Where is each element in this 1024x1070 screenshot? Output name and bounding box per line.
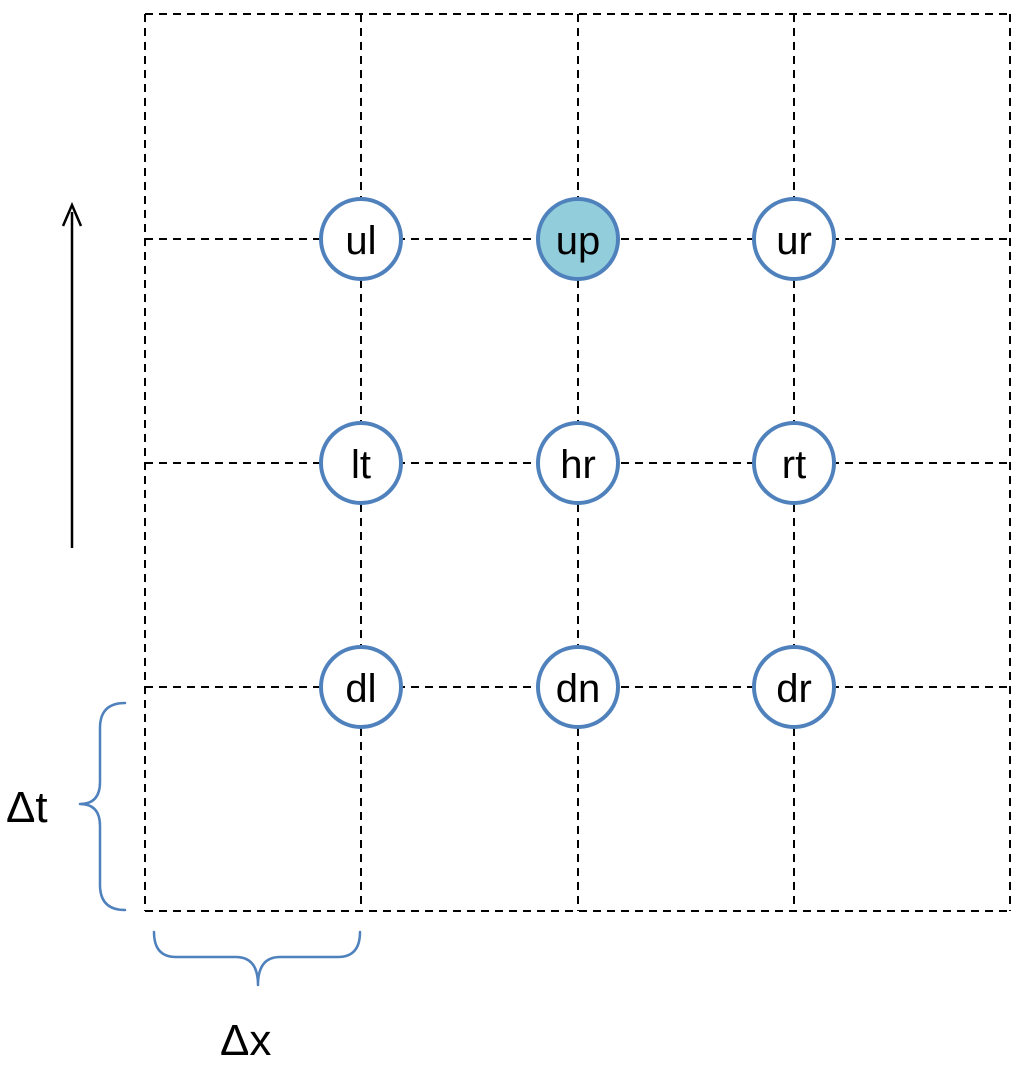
node-ul-label: ul bbox=[345, 219, 376, 263]
node-dn-circle bbox=[536, 645, 620, 729]
lattice-nodes: ul up ur lt hr rt dl dn dr bbox=[319, 197, 836, 729]
node-dr-label: dr bbox=[776, 667, 812, 711]
node-ur-label: ur bbox=[776, 219, 812, 263]
node-rt: rt bbox=[752, 421, 836, 505]
delta-t-brace-path bbox=[78, 701, 127, 912]
delta-t-brace: Δt bbox=[6, 701, 127, 912]
node-up-label: up bbox=[556, 219, 601, 263]
node-hr: hr bbox=[536, 421, 620, 505]
node-rt-label: rt bbox=[782, 443, 806, 487]
delta-x-label: Δx bbox=[220, 1016, 271, 1065]
node-dl: dl bbox=[319, 645, 403, 729]
delta-t-label: Δt bbox=[6, 783, 48, 832]
node-hr-circle bbox=[536, 421, 620, 505]
node-up-circle bbox=[536, 197, 620, 281]
node-ur: ur bbox=[752, 197, 836, 281]
node-lt: lt bbox=[319, 421, 403, 505]
node-hr-label: hr bbox=[560, 443, 596, 487]
node-up: up bbox=[536, 197, 620, 281]
node-dl-circle bbox=[319, 645, 403, 729]
node-lt-circle bbox=[319, 421, 403, 505]
node-rt-circle bbox=[752, 421, 836, 505]
time-direction-arrow bbox=[61, 201, 83, 548]
node-dn: dn bbox=[536, 645, 620, 729]
node-ur-circle bbox=[752, 197, 836, 281]
arrow-head bbox=[61, 201, 83, 227]
node-dr-circle bbox=[752, 645, 836, 729]
delta-x-brace: Δx bbox=[152, 930, 362, 1065]
node-dl-label: dl bbox=[345, 667, 376, 711]
node-dn-label: dn bbox=[556, 667, 601, 711]
node-dr: dr bbox=[752, 645, 836, 729]
node-ul: ul bbox=[319, 197, 403, 281]
node-ul-circle bbox=[319, 197, 403, 281]
delta-x-brace-path bbox=[152, 930, 362, 987]
node-lt-label: lt bbox=[351, 443, 371, 487]
